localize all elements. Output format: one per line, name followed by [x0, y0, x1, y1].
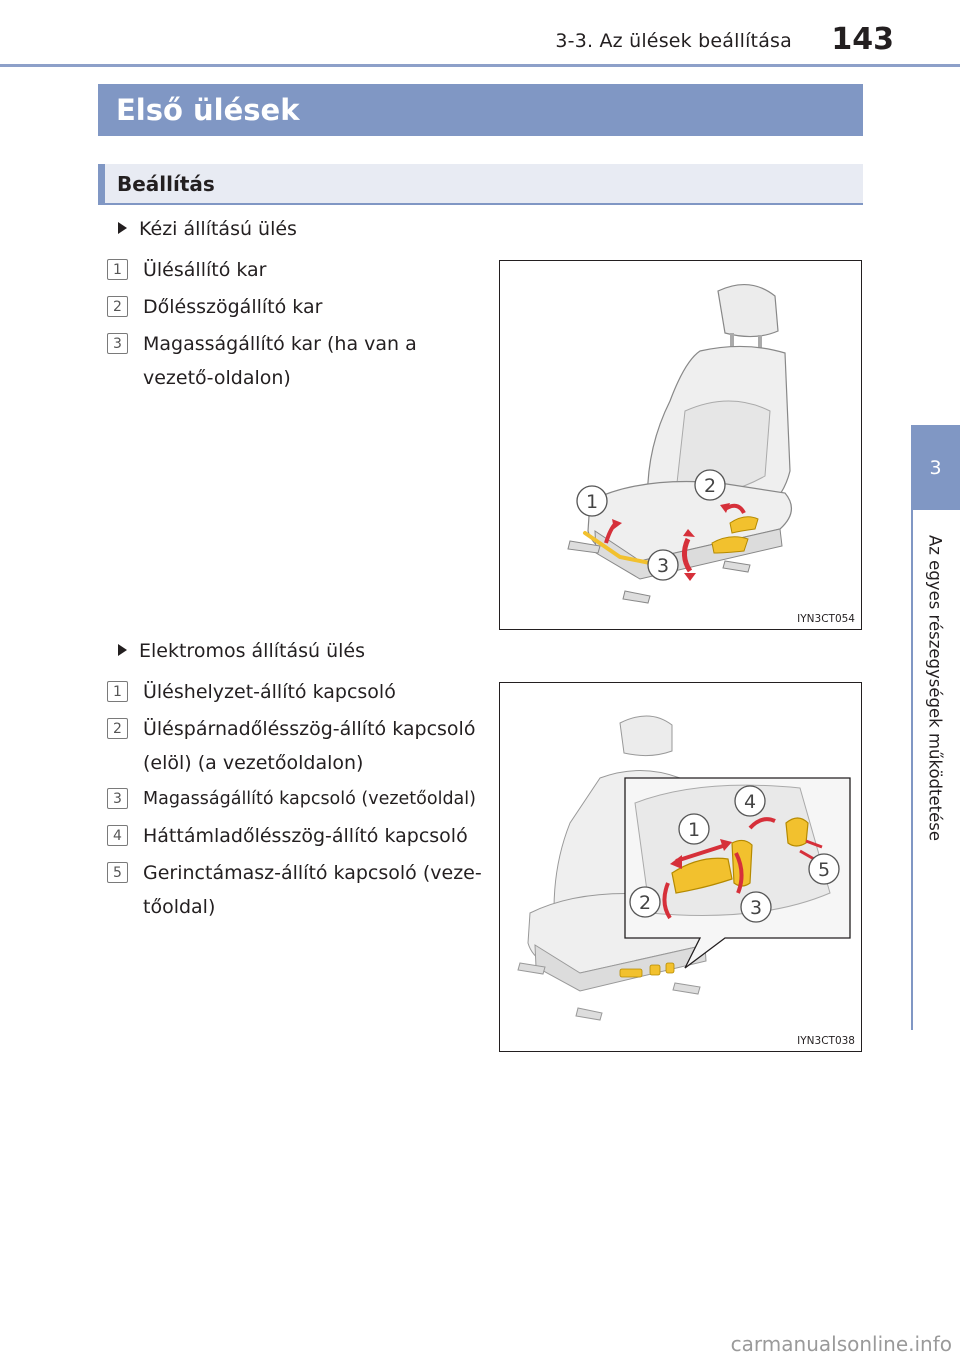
callout-number: 2 [107, 296, 128, 317]
figure-callout-4: 4 [734, 785, 766, 817]
manual-seat-heading-text: Kézi állítású ülés [139, 218, 297, 240]
callout-number: 3 [107, 788, 128, 809]
svg-text:4: 4 [744, 791, 756, 813]
item-text: Üléshelyzet-állító kapcsoló [143, 681, 396, 703]
figure-code: IYN3CT054 [797, 613, 855, 625]
callout-number: 4 [107, 825, 128, 846]
svg-text:1: 1 [688, 819, 700, 841]
figure-callout-2: 2 [629, 886, 661, 918]
page-number: 143 [831, 22, 894, 57]
power-seat-illustration: 1 2 3 4 5 [517, 715, 851, 1021]
callout-number: 1 [107, 259, 128, 280]
item-text: Dőlésszögállító kar [143, 296, 323, 318]
manual-seat-heading: Kézi állítású ülés [118, 218, 297, 240]
figure-callout-5: 5 [808, 853, 840, 885]
power-item: 4 Háttámladőlésszög-állító kapcsoló [107, 819, 483, 853]
callout-number: 1 [107, 681, 128, 702]
item-text: Háttámladőlésszög-állító kapcsoló [143, 825, 468, 847]
figure-callout-1: 1 [678, 813, 710, 845]
figure-callout-3: 3 [740, 891, 772, 923]
power-seat-figure: 1 2 3 4 5 IYN3CT038 [499, 682, 862, 1052]
figure-code: IYN3CT038 [797, 1035, 855, 1047]
manual-item: 1 Ülésállító kar [107, 253, 483, 287]
manual-seat-illustration: 1 2 3 [567, 284, 792, 604]
section-title: Első ülések [98, 84, 863, 136]
power-item: 5 Gerinctámasz-állító kapcsoló (veze-tőol… [107, 856, 483, 924]
header-rule [0, 64, 960, 67]
power-seat-heading: Elektromos állítású ülés [118, 640, 365, 662]
figure-callout-2: 2 [694, 469, 726, 501]
subsection-title: Beállítás [98, 164, 863, 205]
power-item: 3 Magasságállító kapcsoló (vezetőoldal) [107, 782, 483, 816]
svg-text:3: 3 [750, 897, 762, 919]
svg-text:5: 5 [818, 859, 830, 881]
callout-number: 5 [107, 862, 128, 883]
power-item: 1 Üléshelyzet-állító kapcsoló [107, 675, 483, 709]
chapter-tab: 3 [911, 425, 960, 510]
power-item: 2 Üléspárnadőlésszög-állító kapcsoló (elö… [107, 712, 483, 780]
svg-text:2: 2 [639, 892, 651, 914]
figure-callout-3: 3 [647, 549, 679, 581]
manual-seat-figure: 1 2 3 IYN3CT054 [499, 260, 862, 630]
callout-number: 2 [107, 718, 128, 739]
chapter-tab-number: 3 [929, 456, 942, 479]
item-text: Ülésállító kar [143, 259, 267, 281]
manual-item: 3 Magasságállító kar (ha van a vezető-old… [107, 327, 483, 395]
item-text: Magasságállító kar (ha van a vezető-olda… [143, 333, 417, 389]
figure-callout-1: 1 [576, 485, 608, 517]
item-text: Magasságállító kapcsoló (vezetőoldal) [143, 789, 476, 809]
chapter-tab-line [911, 510, 913, 1030]
svg-text:3: 3 [657, 555, 669, 577]
watermark: carmanualsonline.info [730, 1332, 952, 1356]
svg-text:2: 2 [704, 475, 716, 497]
running-header-chapter: 3-3. Az ülések beállítása [555, 30, 792, 52]
manual-item: 2 Dőlésszögállító kar [107, 290, 483, 324]
item-text: Gerinctámasz-állító kapcsoló (veze-tőold… [143, 862, 482, 918]
chapter-tab-text: Az egyes részegységek működtetése [925, 534, 945, 842]
power-seat-heading-text: Elektromos állítású ülés [139, 640, 365, 662]
triangle-bullet-icon [118, 222, 127, 234]
triangle-bullet-icon [118, 644, 127, 656]
item-text: Üléspárnadőlésszög-állító kapcsoló (elöl… [143, 718, 476, 774]
svg-text:1: 1 [586, 491, 598, 513]
callout-number: 3 [107, 333, 128, 354]
